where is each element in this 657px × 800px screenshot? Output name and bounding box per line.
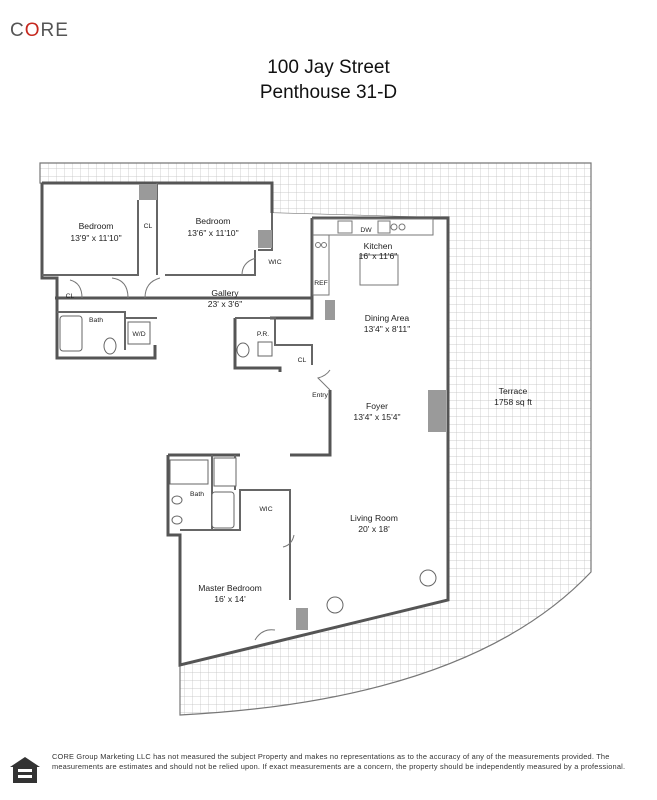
exterior-walls	[40, 181, 450, 667]
label-wd: W/D	[132, 331, 145, 338]
room-kitchen-name: Kitchen	[364, 241, 393, 251]
label-bath-2: Bath	[190, 491, 204, 498]
room-foyer-size: 13'4" x 15'4"	[353, 412, 400, 422]
label-wic-2: WIC	[259, 506, 272, 513]
kitchen-counters	[312, 218, 434, 296]
label-cl-bedroom: CL	[144, 223, 153, 230]
room-gallery-size: 23' x 3'6"	[208, 299, 243, 309]
terrace-size: 1758 sq ft	[494, 397, 532, 407]
core-logo: CORE	[10, 20, 69, 41]
label-dw: DW	[360, 227, 372, 234]
address-line: 100 Jay Street	[267, 57, 390, 78]
room-foyer-name: Foyer	[366, 401, 388, 411]
room-living-name: Living Room	[350, 513, 398, 523]
unit-line: Penthouse 31-D	[259, 82, 398, 103]
room-bedroom-2-size: 13'6" x 11'10"	[187, 228, 238, 238]
label-wic-1: WIC	[268, 259, 281, 266]
terrace-name: Terrace	[499, 386, 528, 396]
page-title: 100 Jay Street Penthouse 31-D	[0, 55, 657, 105]
room-living-size: 20' x 18'	[358, 524, 390, 534]
room-bedroom-1-size: 13'9" x 11'10"	[70, 233, 121, 243]
wall-blocks	[139, 184, 446, 630]
interior-floor	[42, 183, 448, 665]
room-gallery-name: Gallery	[211, 288, 239, 298]
label-pr: P.R.	[257, 331, 269, 338]
room-kitchen-size: 16' x 11'6"	[359, 251, 398, 261]
label-cl-hall: CL	[298, 357, 307, 364]
equal-housing-icon	[10, 757, 40, 783]
fixture-labels: CL CL CL Bath Bath W/D P.R. WIC WIC DW R…	[66, 223, 373, 513]
disclaimer-text: CORE Group Marketing LLC has not measure…	[52, 752, 626, 771]
room-master-name: Master Bedroom	[198, 583, 262, 593]
room-labels: Bedroom 13'9" x 11'10" Bedroom 13'6" x 1…	[70, 216, 532, 604]
room-master-size: 16' x 14'	[214, 594, 246, 604]
door-swings	[69, 257, 331, 641]
room-dining-size: 13'4" x 8'11"	[364, 324, 411, 334]
label-entry: Entry	[312, 392, 328, 399]
bath-fixtures	[59, 315, 437, 614]
room-dining-name: Dining Area	[365, 313, 410, 323]
label-bath-1: Bath	[89, 317, 103, 324]
label-ref: REF	[314, 280, 328, 287]
room-bedroom-2-name: Bedroom	[196, 216, 231, 226]
label-cl-gallery: CL	[66, 293, 75, 300]
room-bedroom-1-name: Bedroom	[79, 221, 114, 231]
